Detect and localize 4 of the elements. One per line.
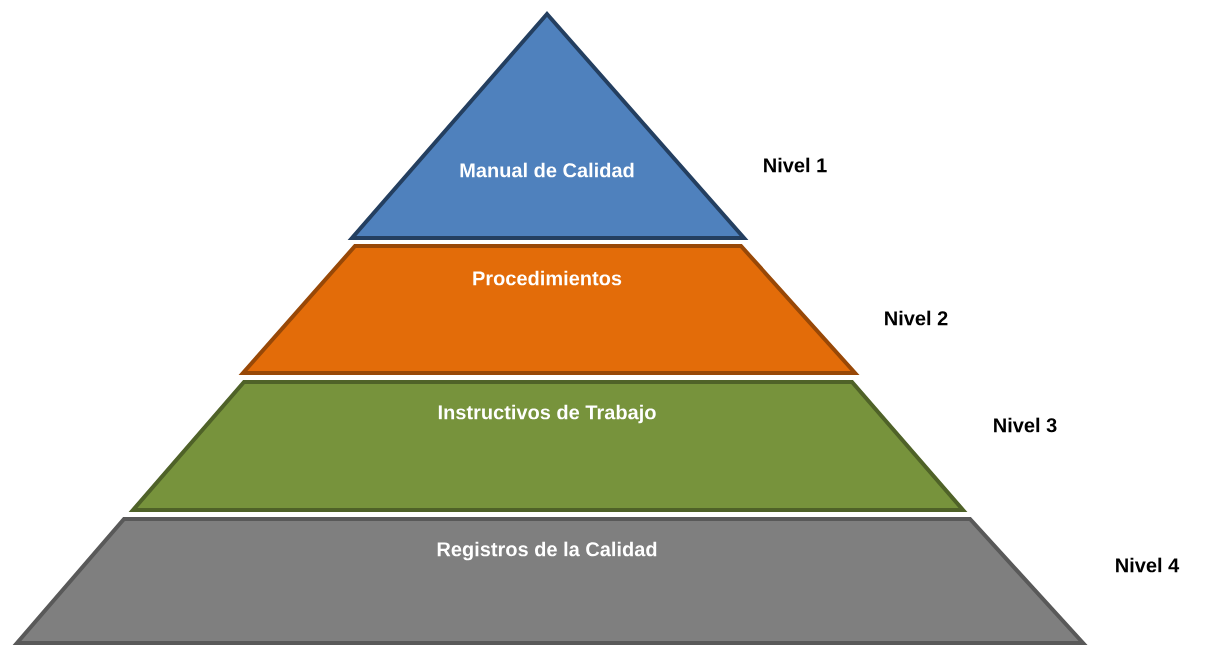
level-label: Nivel 2 <box>885 310 948 326</box>
level-label: Nivel 4 <box>1116 557 1180 573</box>
level-label: Nivel 3 <box>994 417 1057 433</box>
level-label: Nivel 1 <box>764 157 827 173</box>
